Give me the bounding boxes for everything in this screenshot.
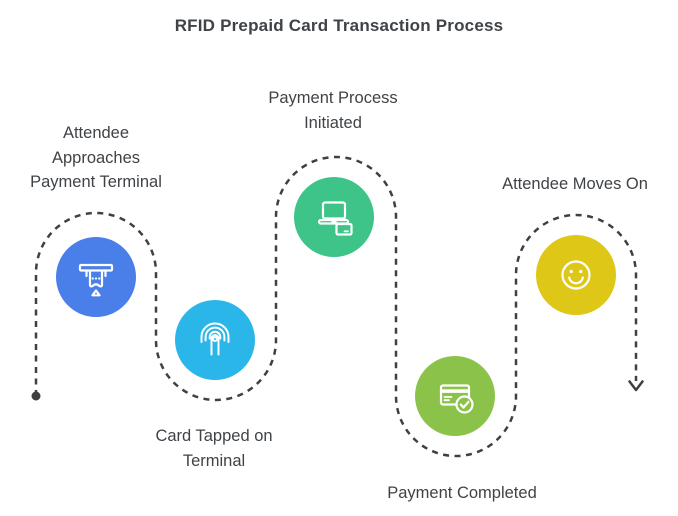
step-label-attendee-approaches: Attendee Approaches Payment Terminal (30, 124, 162, 191)
step-node-payment-completed (415, 356, 495, 436)
flow-start-dot (31, 391, 41, 401)
flow-dashed-path (34, 155, 638, 458)
contactless-tap-icon (200, 322, 230, 356)
diagram-title: RFID Prepaid Card Transaction Process (174, 16, 504, 35)
step-label-payment-initiated: Payment Process Initiated (268, 89, 398, 132)
step-node-attendee-approaches (56, 237, 136, 317)
step-label-card-tapped: Card Tapped on Terminal (155, 427, 273, 470)
card-check-icon (439, 384, 474, 414)
step-label-payment-completed: Payment Completed (387, 484, 537, 502)
step-label-attendee-moves-on: Attendee Moves On (502, 175, 648, 193)
step-node-payment-initiated (294, 177, 374, 257)
flow-end-arrow-icon (628, 380, 644, 392)
laptop-card-icon (317, 201, 353, 236)
card-insert-terminal-icon (78, 263, 114, 297)
step-node-attendee-moves-on (536, 235, 616, 315)
step-node-card-tapped (175, 300, 255, 380)
smiley-face-icon (561, 260, 591, 290)
